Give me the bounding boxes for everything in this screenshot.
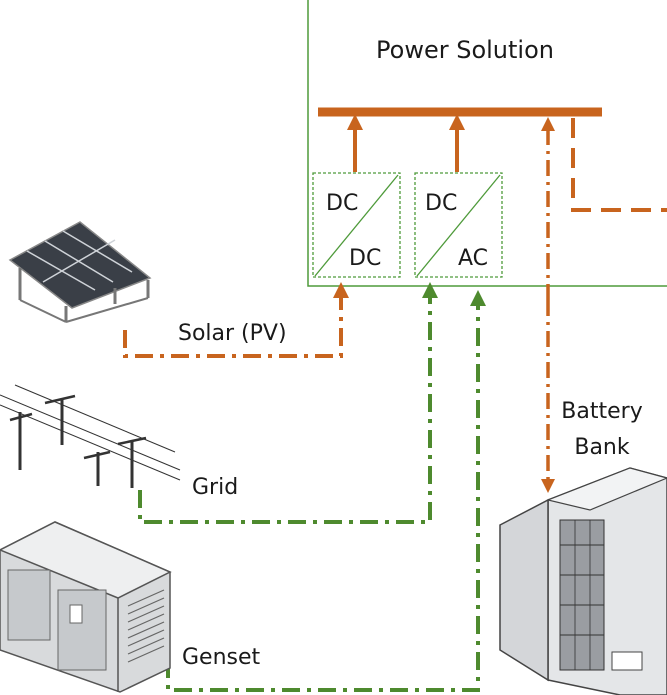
genset-line: [166, 290, 486, 692]
power-solution-title: Power Solution: [376, 36, 554, 64]
dc-dc-converter: DC DC: [312, 172, 401, 278]
dcac-in-label: DC: [425, 191, 457, 216]
battery-label-line1: Battery: [561, 399, 642, 424]
solar-panel-icon: [8, 221, 152, 323]
dcdc-out-label: DC: [349, 246, 381, 271]
grid-label: Grid: [192, 475, 238, 500]
power-pole-icon: [0, 384, 181, 488]
power-solution-box: Power Solution: [307, 0, 667, 287]
genset-label: Genset: [182, 645, 261, 670]
dc-ac-converter: DC AC: [414, 172, 503, 278]
battery-label-line2: Bank: [574, 435, 630, 460]
dcac-out-label: AC: [458, 246, 488, 271]
battery-cabinet-icon: [499, 467, 667, 695]
generator-icon: [0, 521, 172, 693]
grid-line: [138, 282, 438, 524]
load-output-line: [571, 118, 667, 212]
dcdc-in-label: DC: [326, 191, 358, 216]
solar-label: Solar (PV): [178, 321, 287, 346]
solar-line: [123, 282, 349, 358]
